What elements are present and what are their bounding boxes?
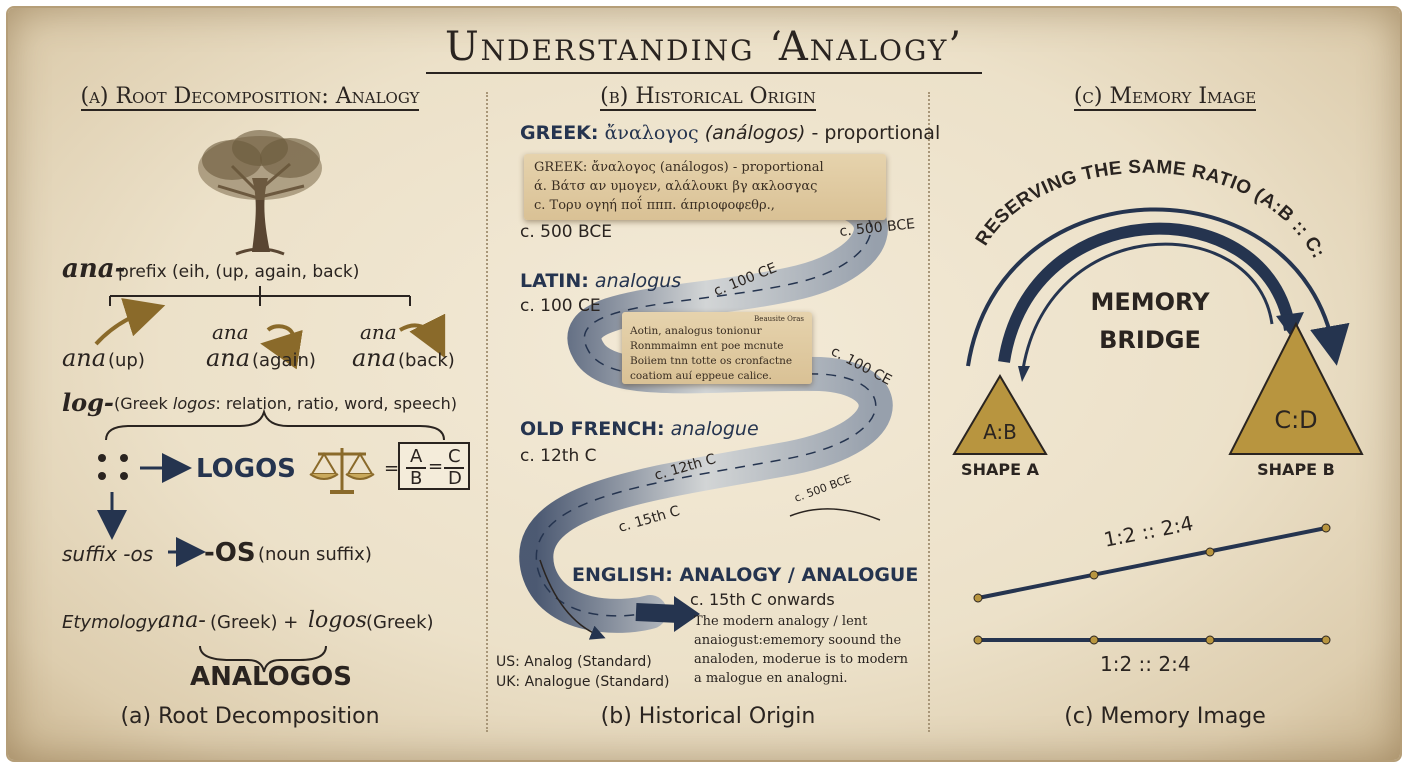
branch-again-top: ana [212, 320, 249, 344]
branch-back-gloss: (back) [398, 350, 455, 371]
shape-a-label: SHAPE A [961, 460, 1039, 479]
shape-b-label: SHAPE B [1257, 460, 1335, 479]
scroll-line: Ronmmaimn ent poe mcnute [630, 340, 784, 352]
scroll-line: c. Τορυ ογηή ποΐ πππ. άπριοφοφεθρ., [534, 198, 775, 213]
latin-heading: LATIN: analogus [520, 270, 682, 292]
branch-back-top: ana [360, 320, 397, 344]
ratio-label-flat: 1:2 :: 2:4 [1100, 652, 1191, 676]
scroll-line: Boiiem tnn totte os cronfactne [630, 355, 793, 367]
triangle-shape-a [952, 374, 1048, 455]
us-spelling: US: Analog (Standard) [496, 654, 652, 670]
log-term: log- [62, 388, 114, 417]
uk-spelling: UK: Analogue (Standard) [496, 674, 670, 690]
title-underline [426, 72, 982, 74]
shape-b-ratio: C:D [1274, 406, 1318, 434]
branch-up-term: ana [62, 344, 107, 372]
greek-date: c. 500 BCE [520, 222, 612, 242]
prefix-term: ana- [62, 254, 126, 284]
suffix-description: (noun suffix) [258, 544, 372, 565]
branch-up-gloss: (up) [108, 350, 145, 371]
english-heading: ENGLISH: ANALOGY / ANALOGUE [572, 564, 919, 586]
tree-icon [198, 130, 322, 256]
greek-scroll: GREEK: ἄναλογος (análogos) - proportiona… [524, 154, 886, 220]
fraction-a: A [410, 446, 423, 467]
column-divider-1 [486, 92, 488, 732]
scroll-line: coatiom auí eppeue calice. [630, 370, 772, 382]
etymology-ana: ana- [158, 608, 206, 633]
memory-bridge-line2: BRIDGE [1099, 326, 1201, 354]
log-description: (Greek logos: relation, ratio, word, spe… [114, 394, 457, 413]
suffix-result: -OS [204, 538, 256, 568]
etymology-logos: logos [308, 608, 367, 633]
greek-heading: GREEK: ἄναλογος (análogos) - proportiona… [520, 122, 941, 144]
page-title: Understanding ‘Analogy’ [444, 24, 964, 70]
road-date-label: c. 500 BCE [839, 216, 916, 240]
panel-a-footer: (a) Root Decomposition [120, 704, 380, 729]
fraction-d: D [448, 468, 462, 489]
prefix-description: prefix (eih, (up, again, back) [118, 262, 360, 282]
result-word: ANALOGOS [190, 662, 352, 692]
equation-left-equals: = [384, 458, 400, 479]
panel-a-heading: (a) Root Decomposition: Analogy [80, 84, 420, 111]
logos-label: LOGOS [196, 454, 296, 484]
road-date-label: c. 500 BCE [793, 472, 853, 505]
fraction-c: C [448, 446, 461, 467]
etymology-greek-2: (Greek) [366, 612, 434, 633]
french-heading: OLD FRENCH: analogue [520, 418, 759, 440]
fraction-equals: = [428, 456, 444, 477]
latin-date: c. 100 CE [520, 296, 601, 316]
branch-again-term: ana [206, 344, 251, 372]
panel-c-footer: (c) Memory Image [1064, 704, 1266, 729]
memory-bridge-line1: MEMORY [1090, 288, 1210, 316]
scroll-line: ά. Βάτσ αν υμογεν, αλάλουκι βγ ακλοσγας [534, 179, 818, 194]
etymology-label: Etymology: [62, 612, 164, 633]
english-description: The modern analogy / lent anaiogust:emem… [694, 614, 908, 686]
scroll-header: Beausite Oras [754, 315, 804, 323]
proportion-equation: A B = C D [398, 442, 470, 490]
scroll-line: GREEK: ἄναλογος (análogos) - proportiona… [534, 160, 824, 175]
shape-a-ratio: A:B [983, 420, 1017, 444]
road-date-label: c. 15th C [617, 503, 682, 536]
panel-c-heading: (c) Memory Image [1073, 84, 1257, 111]
suffix-term: suffix -os [62, 542, 154, 566]
panel-b-heading: (b) Historical Origin [600, 84, 816, 111]
panel-b-footer: (b) Historical Origin [600, 704, 816, 729]
scroll-line: Aotin, analogus tonionur [630, 325, 762, 337]
branch-again-gloss: (again) [252, 350, 316, 371]
french-date: c. 12th C [520, 446, 597, 466]
triangle-shape-b [1228, 321, 1364, 455]
english-date: c. 15th C onwards [690, 590, 835, 609]
branch-back-term: ana [352, 344, 397, 372]
column-divider-2 [928, 92, 930, 732]
latin-scroll: Beausite Oras Aotin, analogus tonionur R… [622, 312, 812, 384]
balance-scale-icon [309, 448, 375, 494]
etymology-greek-1: (Greek) + [210, 612, 299, 633]
fraction-b: B [410, 468, 423, 489]
